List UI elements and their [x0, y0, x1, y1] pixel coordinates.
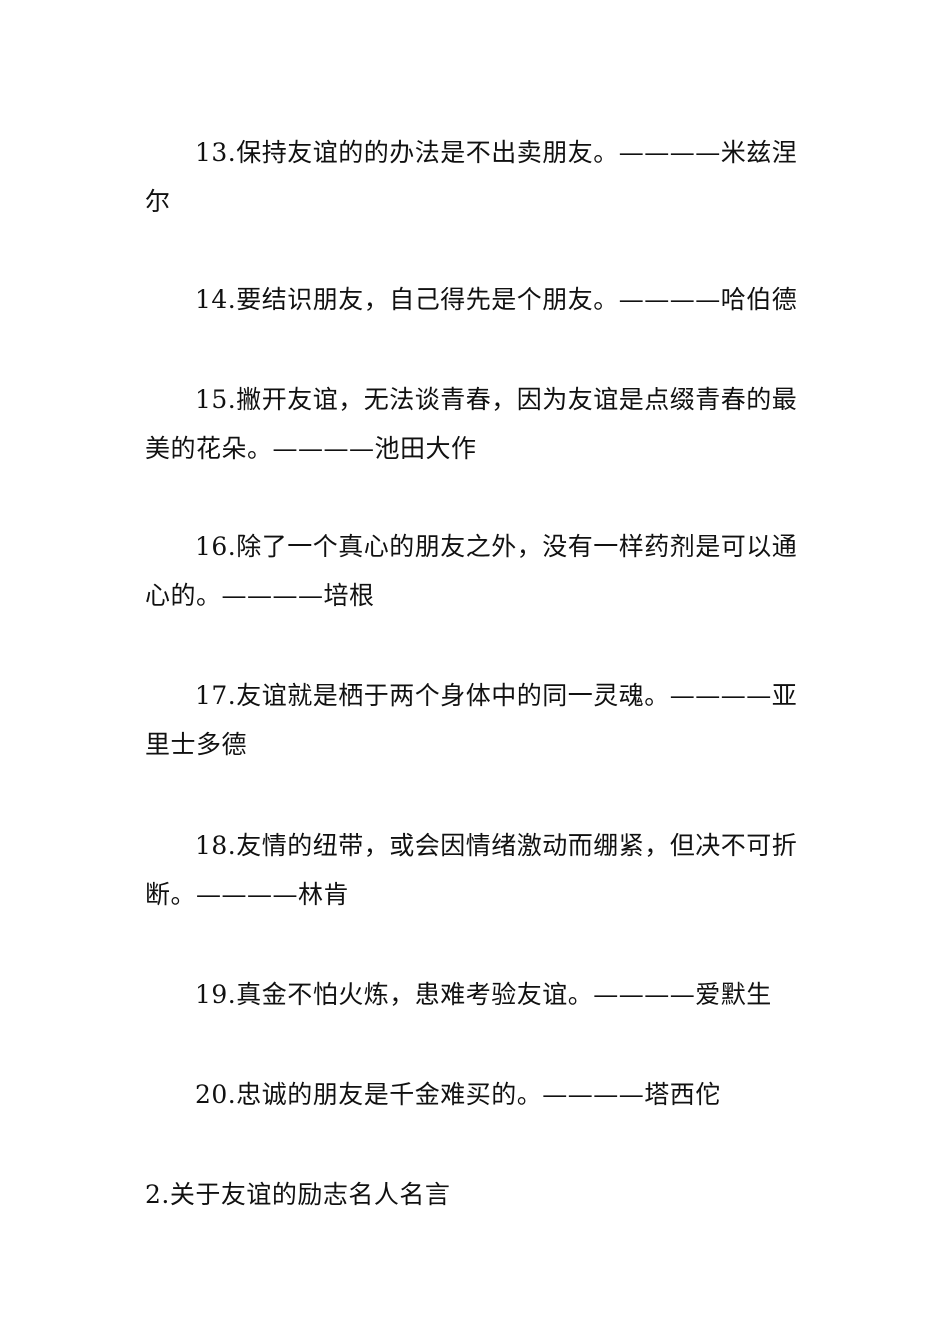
- quote-paragraph-19: 19.真金不怕火炼，患难考验友谊。————爱默生: [195, 980, 772, 1009]
- quote-paragraph-20: 20.忠诚的朋友是千金难买的。————塔西佗: [195, 1080, 721, 1109]
- quote-paragraph-14: 14.要结识朋友，自己得先是个朋友。————哈伯德: [195, 285, 798, 314]
- quote-paragraph-17: 17.友谊就是栖于两个身体中的同一灵魂。————亚里士多德: [145, 681, 798, 759]
- section-heading: 2.关于友谊的励志名人名言: [145, 1180, 451, 1209]
- quote-paragraph-18: 18.友情的纽带，或会因情绪激动而绷紧，但决不可折断。————林肯: [145, 831, 798, 909]
- quote-paragraph-13: 13.保持友谊的的办法是不出卖朋友。————米兹涅尔: [145, 138, 798, 216]
- quote-paragraph-16: 16.除了一个真心的朋友之外，没有一样药剂是可以通心的。————培根: [145, 532, 798, 610]
- quote-paragraph-15: 15.撇开友谊，无法谈青春，因为友谊是点缀青春的最美的花朵。————池田大作: [145, 385, 798, 463]
